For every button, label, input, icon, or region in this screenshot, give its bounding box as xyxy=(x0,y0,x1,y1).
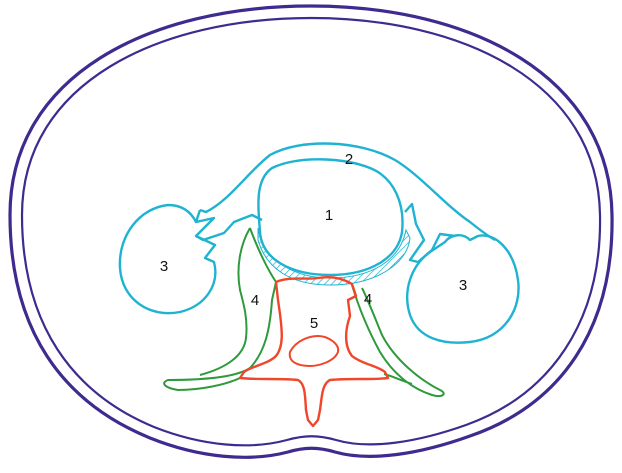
structure-5-foramen xyxy=(290,336,338,366)
body-outline-inner xyxy=(22,18,600,445)
label-4-right: 4 xyxy=(364,291,372,308)
label-1: 1 xyxy=(325,207,333,224)
label-4-left: 4 xyxy=(251,292,259,309)
label-2: 2 xyxy=(345,151,353,168)
label-3-right: 3 xyxy=(459,277,467,294)
label-5: 5 xyxy=(310,315,318,332)
label-3-left: 3 xyxy=(160,258,168,275)
